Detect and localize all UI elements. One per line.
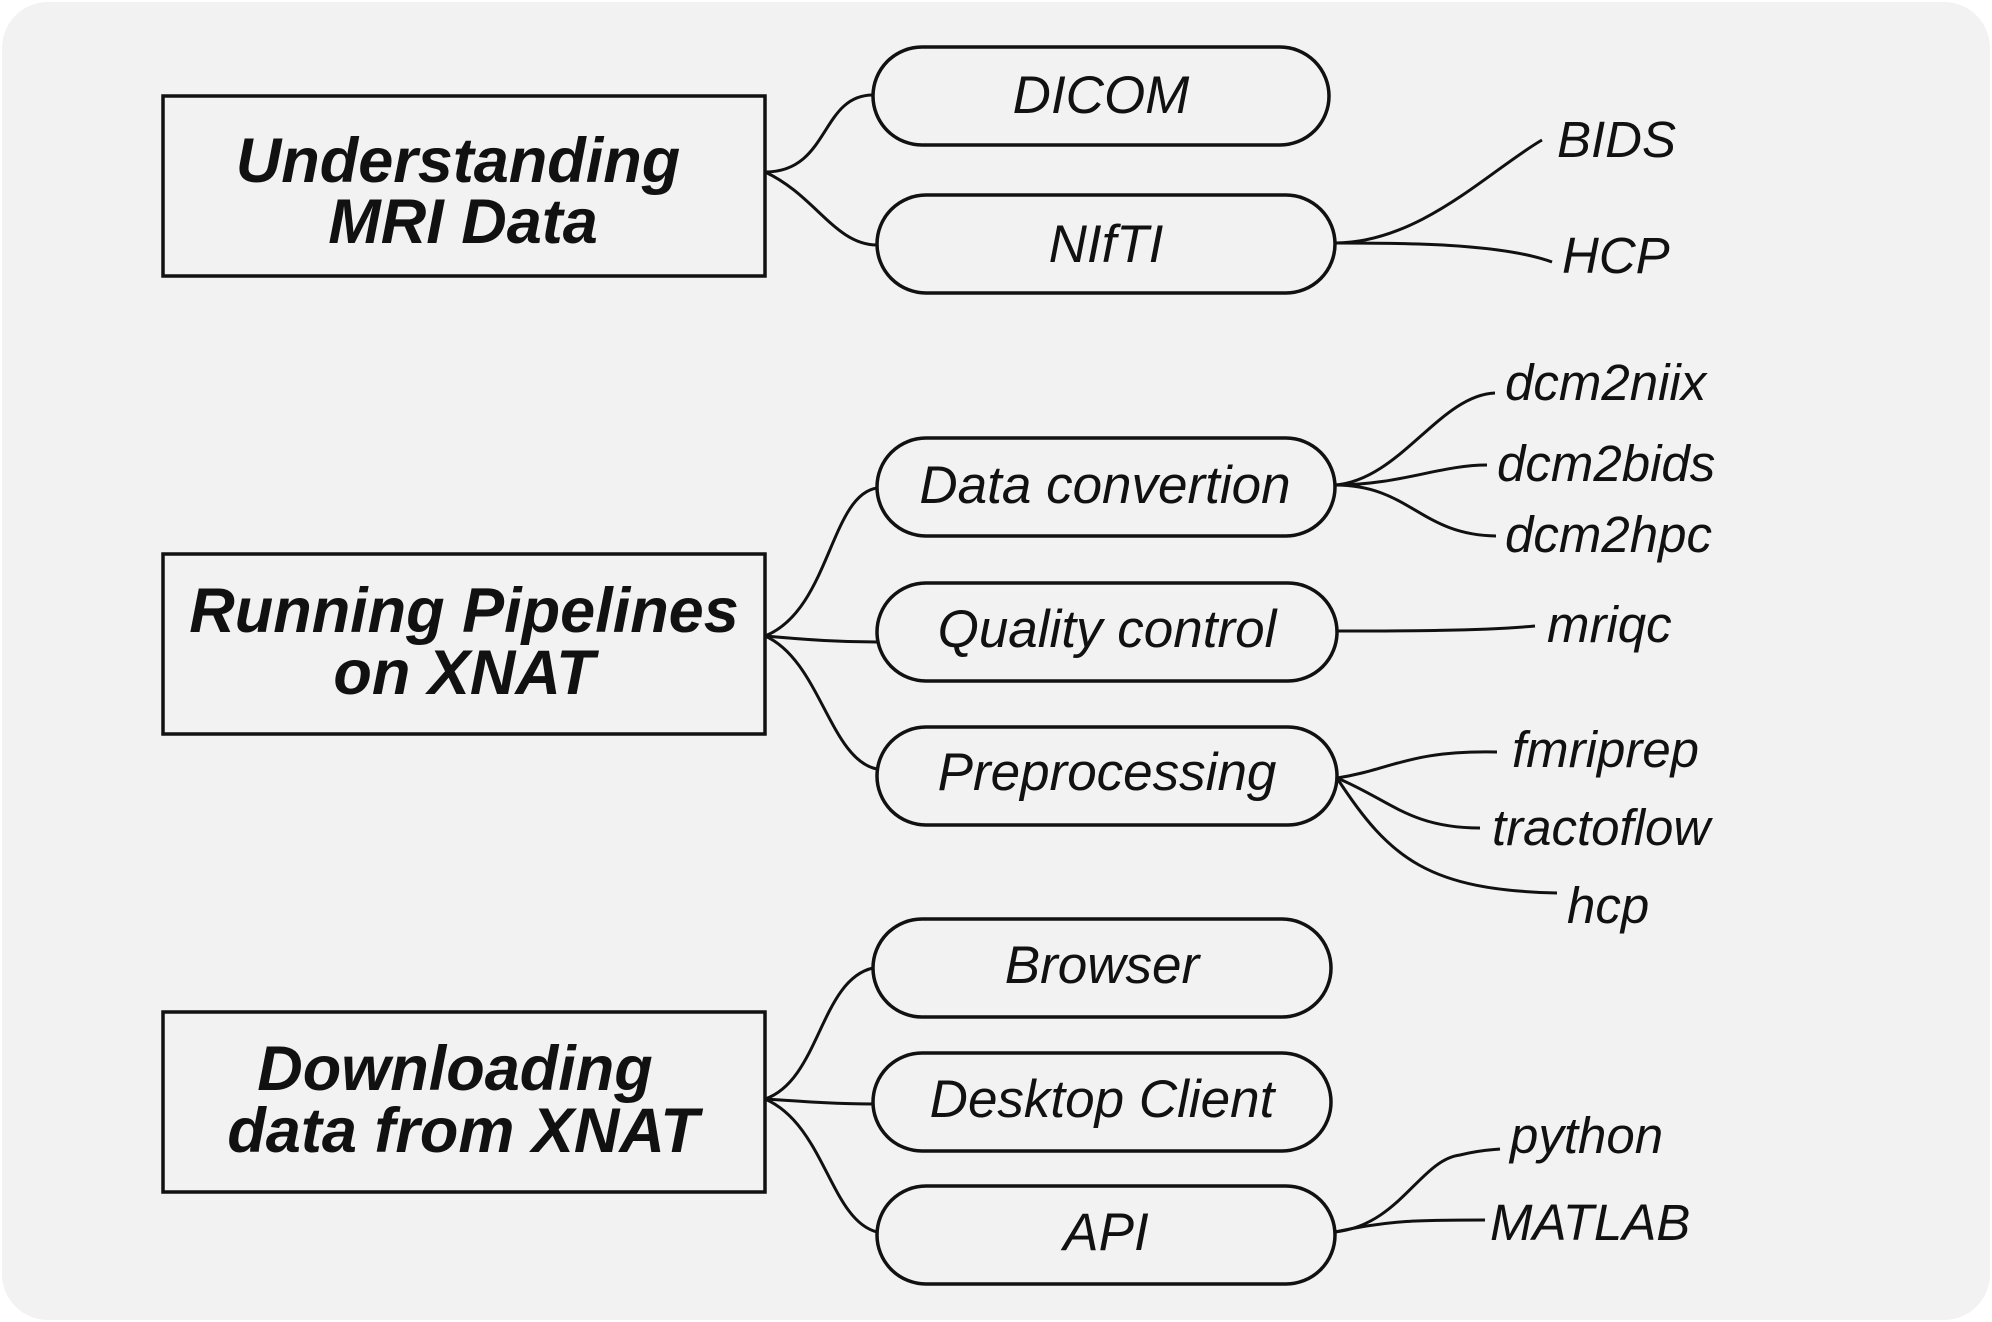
topic-downloading-data-from-xnat: Downloading data from XNAT Browser Deskt… (161, 917, 1690, 1286)
connector (1334, 1147, 1501, 1234)
topic-label-line: Understanding (236, 126, 681, 196)
subtopic-label: Desktop Client (930, 1070, 1277, 1129)
connector (1334, 241, 1553, 264)
connector (764, 634, 878, 771)
topic-running-pipelines-on-xnat: Running Pipelines on XNAT Data convertio… (161, 354, 1715, 934)
leaf-label: hcp (1567, 877, 1649, 934)
topic-box (161, 552, 767, 736)
topic-label-line: on XNAT (333, 638, 599, 708)
connector (764, 634, 878, 644)
subtopic-pill (871, 45, 1331, 147)
connector (1334, 138, 1543, 245)
leaf-label: dcm2hpc (1505, 506, 1712, 563)
connector (1336, 750, 1498, 780)
subtopic-pill (875, 725, 1339, 827)
subtopic-label: DICOM (1013, 66, 1191, 125)
leaf-label: fmriprep (1512, 721, 1699, 778)
subtopic-label: Preprocessing (938, 743, 1277, 802)
topic-label-line: Downloading (257, 1034, 652, 1104)
topic-understanding-mri-data: Understanding MRI Data DICOM NIfTI BIDS … (161, 45, 1676, 295)
connector (1334, 1218, 1486, 1234)
leaf-label: MATLAB (1490, 1194, 1690, 1251)
subtopic-pill (871, 1051, 1333, 1153)
connector (1336, 624, 1536, 633)
leaf-label: tractoflow (1492, 799, 1713, 856)
subtopic-label: Data convertion (919, 456, 1290, 515)
connector (764, 966, 874, 1101)
subtopic-pill (875, 436, 1337, 538)
connector (1334, 391, 1496, 487)
connector (1334, 483, 1497, 538)
subtopic-label: Browser (1005, 936, 1202, 995)
connector (1336, 776, 1481, 830)
leaf-label: mriqc (1547, 596, 1672, 653)
connector (764, 170, 878, 247)
connector (1335, 777, 1558, 895)
subtopic-pill (875, 193, 1337, 295)
topic-label-line: MRI Data (328, 187, 598, 257)
topic-label-line: data from XNAT (227, 1096, 703, 1166)
subtopic-pill (875, 1184, 1337, 1286)
topic-label-line: Running Pipelines (189, 576, 739, 646)
leaf-label: python (1508, 1107, 1663, 1164)
subtopic-label: API (1060, 1203, 1149, 1262)
subtopic-label: Quality control (938, 600, 1278, 659)
connector (764, 1097, 878, 1234)
leaf-label: dcm2bids (1497, 435, 1715, 492)
leaf-label: HCP (1562, 227, 1670, 284)
leaf-label: dcm2niix (1505, 354, 1708, 411)
connector (1334, 463, 1488, 487)
subtopic-pill (871, 917, 1333, 1019)
connector (764, 1097, 874, 1106)
subtopic-pill (875, 581, 1339, 683)
connector (764, 486, 878, 638)
topic-box (161, 94, 767, 278)
subtopic-label: NIfTI (1049, 215, 1164, 274)
leaf-label: BIDS (1557, 111, 1676, 168)
connector (764, 93, 874, 174)
topic-box (161, 1010, 767, 1194)
